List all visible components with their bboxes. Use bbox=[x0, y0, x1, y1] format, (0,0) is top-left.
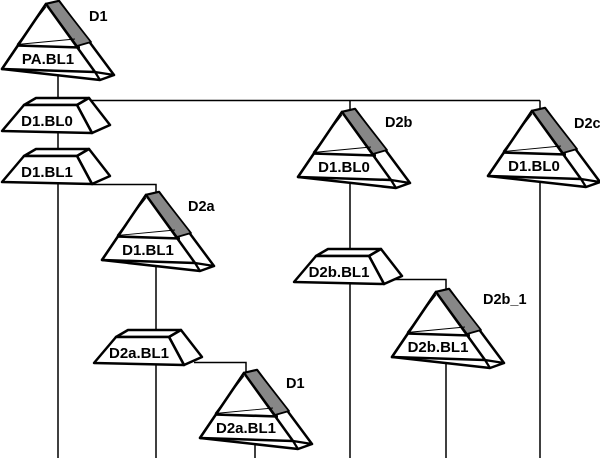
slab-label-d2a-bl1: D2a.BL1 bbox=[109, 345, 169, 362]
slab-label-d1-bl0: D1.BL0 bbox=[21, 113, 73, 130]
connector-line-bottom-d1-branch bbox=[194, 361, 247, 378]
slab-label-d1-bl1: D1.BL1 bbox=[21, 164, 73, 181]
pyramid-label-d1-bl0-d2c: D1.BL0 bbox=[508, 158, 560, 175]
slab-label-d2b-bl1: D2b.BL1 bbox=[309, 264, 370, 281]
instance-tag-d2a: D2a bbox=[188, 199, 216, 215]
pyramid-label-d1-bl0-d2b: D1.BL0 bbox=[318, 159, 370, 176]
instance-tag-d1-top: D1 bbox=[89, 9, 108, 25]
connector-line-d2a-branch bbox=[92, 183, 157, 458]
instance-tag-d2b: D2b bbox=[385, 115, 413, 131]
instance-tag-d2b-1: D2b_1 bbox=[483, 292, 527, 308]
pyramid-label-pa-bl1: PA.BL1 bbox=[22, 51, 74, 68]
pyramid-label-d1-bl1: D1.BL1 bbox=[122, 242, 174, 259]
pyramid-label-d2b-bl1: D2b.BL1 bbox=[408, 339, 469, 356]
instance-tag-d2c: D2c bbox=[574, 116, 600, 132]
pyramid-label-d2a-bl1: D2a.BL1 bbox=[216, 420, 276, 437]
instance-tag-d1-bottom: D1 bbox=[286, 376, 305, 392]
connector-line-d2b1-branch bbox=[388, 278, 447, 458]
